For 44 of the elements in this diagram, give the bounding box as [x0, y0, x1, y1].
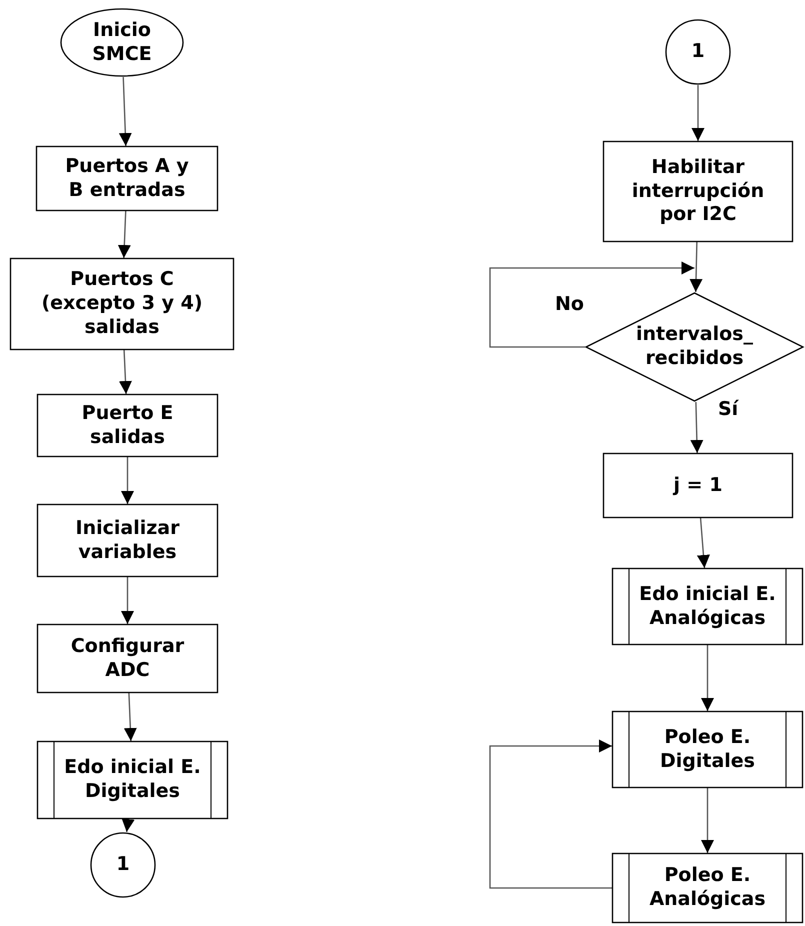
- arrow: [489, 740, 612, 889]
- arrow: [121, 577, 134, 624]
- node-text: Edo inicial E. Digitales: [63, 756, 202, 804]
- subroutine-box: [612, 853, 803, 923]
- node-text: Configurar ADC: [70, 634, 186, 682]
- terminal-ellipse: [60, 8, 184, 77]
- arrow: [701, 788, 714, 853]
- node-text: Puertos C (excepto 3 y 4) salidas: [40, 268, 204, 340]
- arrow: [690, 402, 704, 454]
- node-text: j = 1: [674, 474, 722, 498]
- arrow: [489, 262, 694, 348]
- node-text: Puerto E salidas: [80, 402, 174, 450]
- subroutine-box: [37, 741, 228, 819]
- arrow: [122, 818, 135, 832]
- connector-circle: [90, 832, 156, 898]
- process-box: [37, 624, 218, 693]
- arrow: [121, 457, 134, 504]
- process-box: [603, 453, 793, 518]
- arrow: [119, 350, 132, 394]
- arrow: [118, 76, 132, 146]
- node-text: 1: [116, 853, 130, 877]
- node-text: Poleo E. Analógicas: [648, 864, 767, 912]
- node-text: intervalos_ recibidos: [635, 323, 754, 371]
- arrow: [692, 85, 704, 141]
- arrow: [701, 645, 714, 711]
- node-text: 1: [691, 40, 705, 64]
- node-text: Poleo E. Digitales: [658, 726, 756, 774]
- subroutine-box: [612, 711, 803, 788]
- node-text: Edo inicial E. Analógicas: [638, 582, 777, 630]
- process-box: [36, 146, 218, 211]
- node-text: Puertos A y B entradas: [64, 154, 190, 202]
- arrow: [124, 692, 137, 742]
- node-text: Inicio SMCE: [91, 18, 153, 66]
- process-box: [10, 258, 234, 350]
- process-box: [37, 504, 218, 577]
- arrow: [118, 210, 131, 258]
- subroutine-box: [612, 568, 803, 645]
- arrow: [696, 518, 710, 568]
- process-box: [37, 394, 218, 457]
- connector-circle: [665, 19, 731, 85]
- node-text: Inicializar variables: [74, 516, 180, 564]
- process-box: [603, 141, 793, 242]
- node-text: Habilitar interrupción por I2C: [630, 156, 766, 228]
- arrow: [690, 242, 703, 292]
